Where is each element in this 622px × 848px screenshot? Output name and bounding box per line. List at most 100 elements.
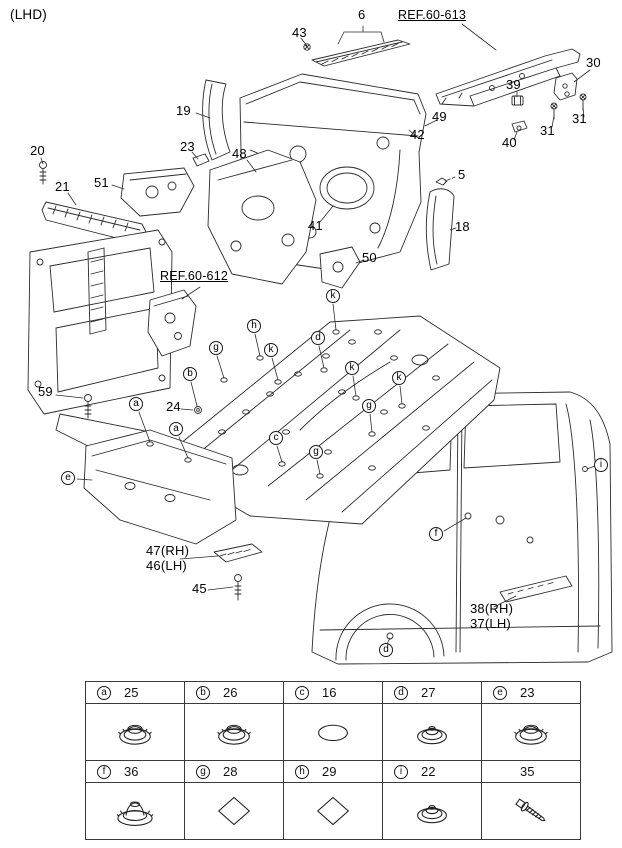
mark-k-1: k [326, 289, 340, 303]
body-panel-diagram [27, 23, 613, 665]
part-bracket-51 [120, 167, 195, 217]
callout-38rh: 38(RH) [470, 601, 514, 616]
callout-39: 39 [506, 77, 521, 92]
legend-part-26: 26 [223, 685, 238, 701]
mark-d-2: d [379, 643, 393, 657]
callout-42: 42 [410, 127, 425, 142]
legend-header-e: e 23 [481, 681, 581, 704]
callout-19: 19 [176, 103, 191, 118]
part-dash-insulator-48 [207, 149, 317, 285]
flanged-plug-icon [108, 790, 162, 832]
mark-h-1: h [247, 319, 261, 333]
legend-icon-cell-h [283, 782, 383, 840]
legend-header-a: a 25 [85, 681, 185, 704]
legend-icon-cell-i [382, 782, 482, 840]
mark-g-1: g [209, 341, 223, 355]
legend-part-35: 35 [520, 764, 535, 780]
grommet-plug-icon [108, 711, 162, 753]
callout-20: 20 [30, 143, 45, 158]
legend-header-35: 35 [481, 760, 581, 783]
legend-letter-e: e [493, 686, 507, 701]
legend-part-29: 29 [322, 764, 337, 780]
mark-g-2: g [362, 399, 376, 413]
mark-g-3: g [309, 445, 323, 459]
legend-part-27: 27 [421, 685, 436, 701]
mark-k-4: k [392, 371, 406, 385]
legend-letter-a: a [97, 686, 111, 701]
callout-47rh: 47(RH) [146, 543, 190, 558]
legend-icon-cell-d [382, 703, 482, 761]
legend-icon-cell-c [283, 703, 383, 761]
tapping-screw-icon [504, 790, 558, 832]
legend-icon-cell-e [481, 703, 581, 761]
mark-b-1: b [183, 367, 197, 381]
legend-header-b: b 26 [184, 681, 284, 704]
part-cowl-top-cover [311, 39, 411, 67]
callout-48: 48 [232, 146, 247, 161]
legend-part-16: 16 [322, 685, 337, 701]
legend-icon-cell-a [85, 703, 185, 761]
snap-grommet-icon [405, 711, 459, 753]
callout-24: 24 [166, 399, 181, 414]
callout-41: 41 [308, 218, 323, 233]
part-bracket-30 [553, 72, 578, 101]
legend-icon-cell-b [184, 703, 284, 761]
legend-letter-i: i [394, 765, 408, 780]
legend-part-25: 25 [124, 685, 139, 701]
part-clip-5 [435, 177, 448, 186]
legend-letter-c: c [295, 686, 309, 701]
mark-c-1: c [269, 431, 283, 445]
callout-51: 51 [94, 175, 109, 190]
legend-part-23: 23 [520, 685, 535, 701]
oval-pad-icon [306, 711, 360, 753]
diamond-pad-icon [207, 790, 261, 832]
mark-k-3: k [345, 361, 359, 375]
callout-37lh: 37(LH) [470, 616, 511, 631]
legend-icon-cell-f [85, 782, 185, 840]
part-bolt-45 [234, 574, 242, 601]
part-bolt-59 [84, 394, 92, 419]
ref-link-60-612[interactable]: REF.60-612 [160, 269, 229, 283]
legend-header-h: h 29 [283, 760, 383, 783]
callout-21: 21 [55, 179, 70, 194]
legend-icon-cell-35 [481, 782, 581, 840]
mark-k-2: k [264, 343, 278, 357]
part-screw-43 [303, 43, 311, 51]
legend-letter-h: h [295, 765, 309, 780]
part-sill-strip-38-37 [499, 575, 573, 603]
part-bracket-ref-60-612 [147, 289, 197, 357]
mark-a-2: a [169, 422, 183, 436]
leader-lines [40, 23, 596, 645]
callout-23: 23 [180, 139, 195, 154]
legend-part-28: 28 [223, 764, 238, 780]
part-panel-18 [425, 188, 455, 271]
mark-i-1: i [594, 458, 608, 472]
snap-grommet-icon [405, 790, 459, 832]
callout-18: 18 [455, 219, 470, 234]
part-front-under-panel [83, 429, 237, 545]
mark-f-1: f [429, 527, 443, 541]
part-grommet-24 [194, 406, 202, 414]
mark-d-1: d [311, 331, 325, 345]
part-screw-20 [39, 161, 47, 185]
part-panel-19 [202, 79, 231, 161]
legend-letter-f: f [97, 765, 111, 780]
part-under-cover-46-47 [213, 543, 263, 563]
legend-letter-b: b [196, 686, 210, 701]
callout-31-left: 31 [540, 123, 555, 138]
grommet-plug-icon [504, 711, 558, 753]
callout-45: 45 [192, 581, 207, 596]
callout-46lh: 46(LH) [146, 558, 187, 573]
part-clip-39 [511, 95, 524, 106]
part-clip-40 [511, 120, 528, 133]
drive-indicator: (LHD) [10, 7, 47, 22]
legend-header-d: d 27 [382, 681, 482, 704]
legend-letter-d: d [394, 686, 408, 701]
legend-letter-g: g [196, 765, 210, 780]
part-bracket-23 [192, 153, 210, 167]
ref-link-60-613[interactable]: REF.60-613 [398, 8, 467, 22]
